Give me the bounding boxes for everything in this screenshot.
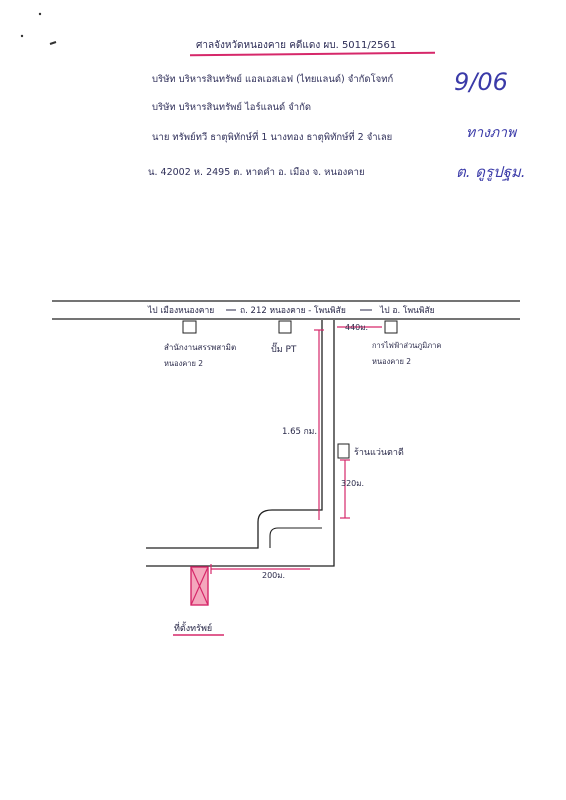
case-title: ศาลจังหวัดหนองคาย คดีแดง ผบ. 5011/2561 [196,40,397,51]
side-road-inner-edge [269,527,322,548]
handwritten-number: 9/06 [454,68,508,96]
landmark-3-sub: หนองคาย 2 [372,357,411,366]
landmark-4-box [337,443,350,459]
ink-dot [38,12,42,16]
distance-3-label: 320ม. [341,479,364,488]
handwritten-note-1: ทางภาพ [466,125,517,141]
plaintiff-line-2: บริษัท บริหารสินทรัพย์ ไอร์แลนด์ จำกัด [152,102,312,113]
defendant-line: นาย ทรัพย์ทวี ธาตุพิทักษ์ที่ 1 นางทอง ธา… [152,132,393,143]
landmark-2-label: ปั๊ม PT [271,342,297,355]
plaintiff-line-1: บริษัท บริหารสินทรัพย์ แอลเอสเอฟ (ไทยแลน… [152,74,394,85]
road-label-mid: ถ. 212 หนองคาย - โพนพิสัย [240,305,346,316]
landmark-1-label: สำนักงานสรรพสามิต [164,343,236,352]
landmark-2-box [278,320,292,334]
landmark-1-box [182,320,197,334]
landmark-3-box [384,320,398,334]
ink-mark [49,41,57,45]
side-road-right-edge [146,320,335,567]
property-label: ที่ตั้งทรัพย์ [174,621,212,634]
side-road-left-edge [146,320,323,549]
distance-4-label: 200ม. [262,571,285,580]
road-label-left: ไป เมืองหนองคาย [147,305,214,316]
property-plot-cross-2 [190,566,209,606]
land-title-line: น. 42002 ห. 2495 ต. หาดคำ อ. เมือง จ. หน… [148,167,365,178]
handwritten-note-2: ต. ดูรูปฐม. [456,163,526,181]
landmark-4-label: ร้านแว่นตาดี [354,447,404,458]
landmark-3-label: การไฟฟ้าส่วนภูมิภาค [372,341,441,350]
distance-2-label: 1.65 กม. [282,427,317,437]
distance-1-label: 440ม. [345,323,368,332]
road-label-right: ไป อ. โพนพิสัย [379,305,435,316]
landmark-1-sub: หนองคาย 2 [164,359,203,368]
ink-dot [20,34,24,38]
